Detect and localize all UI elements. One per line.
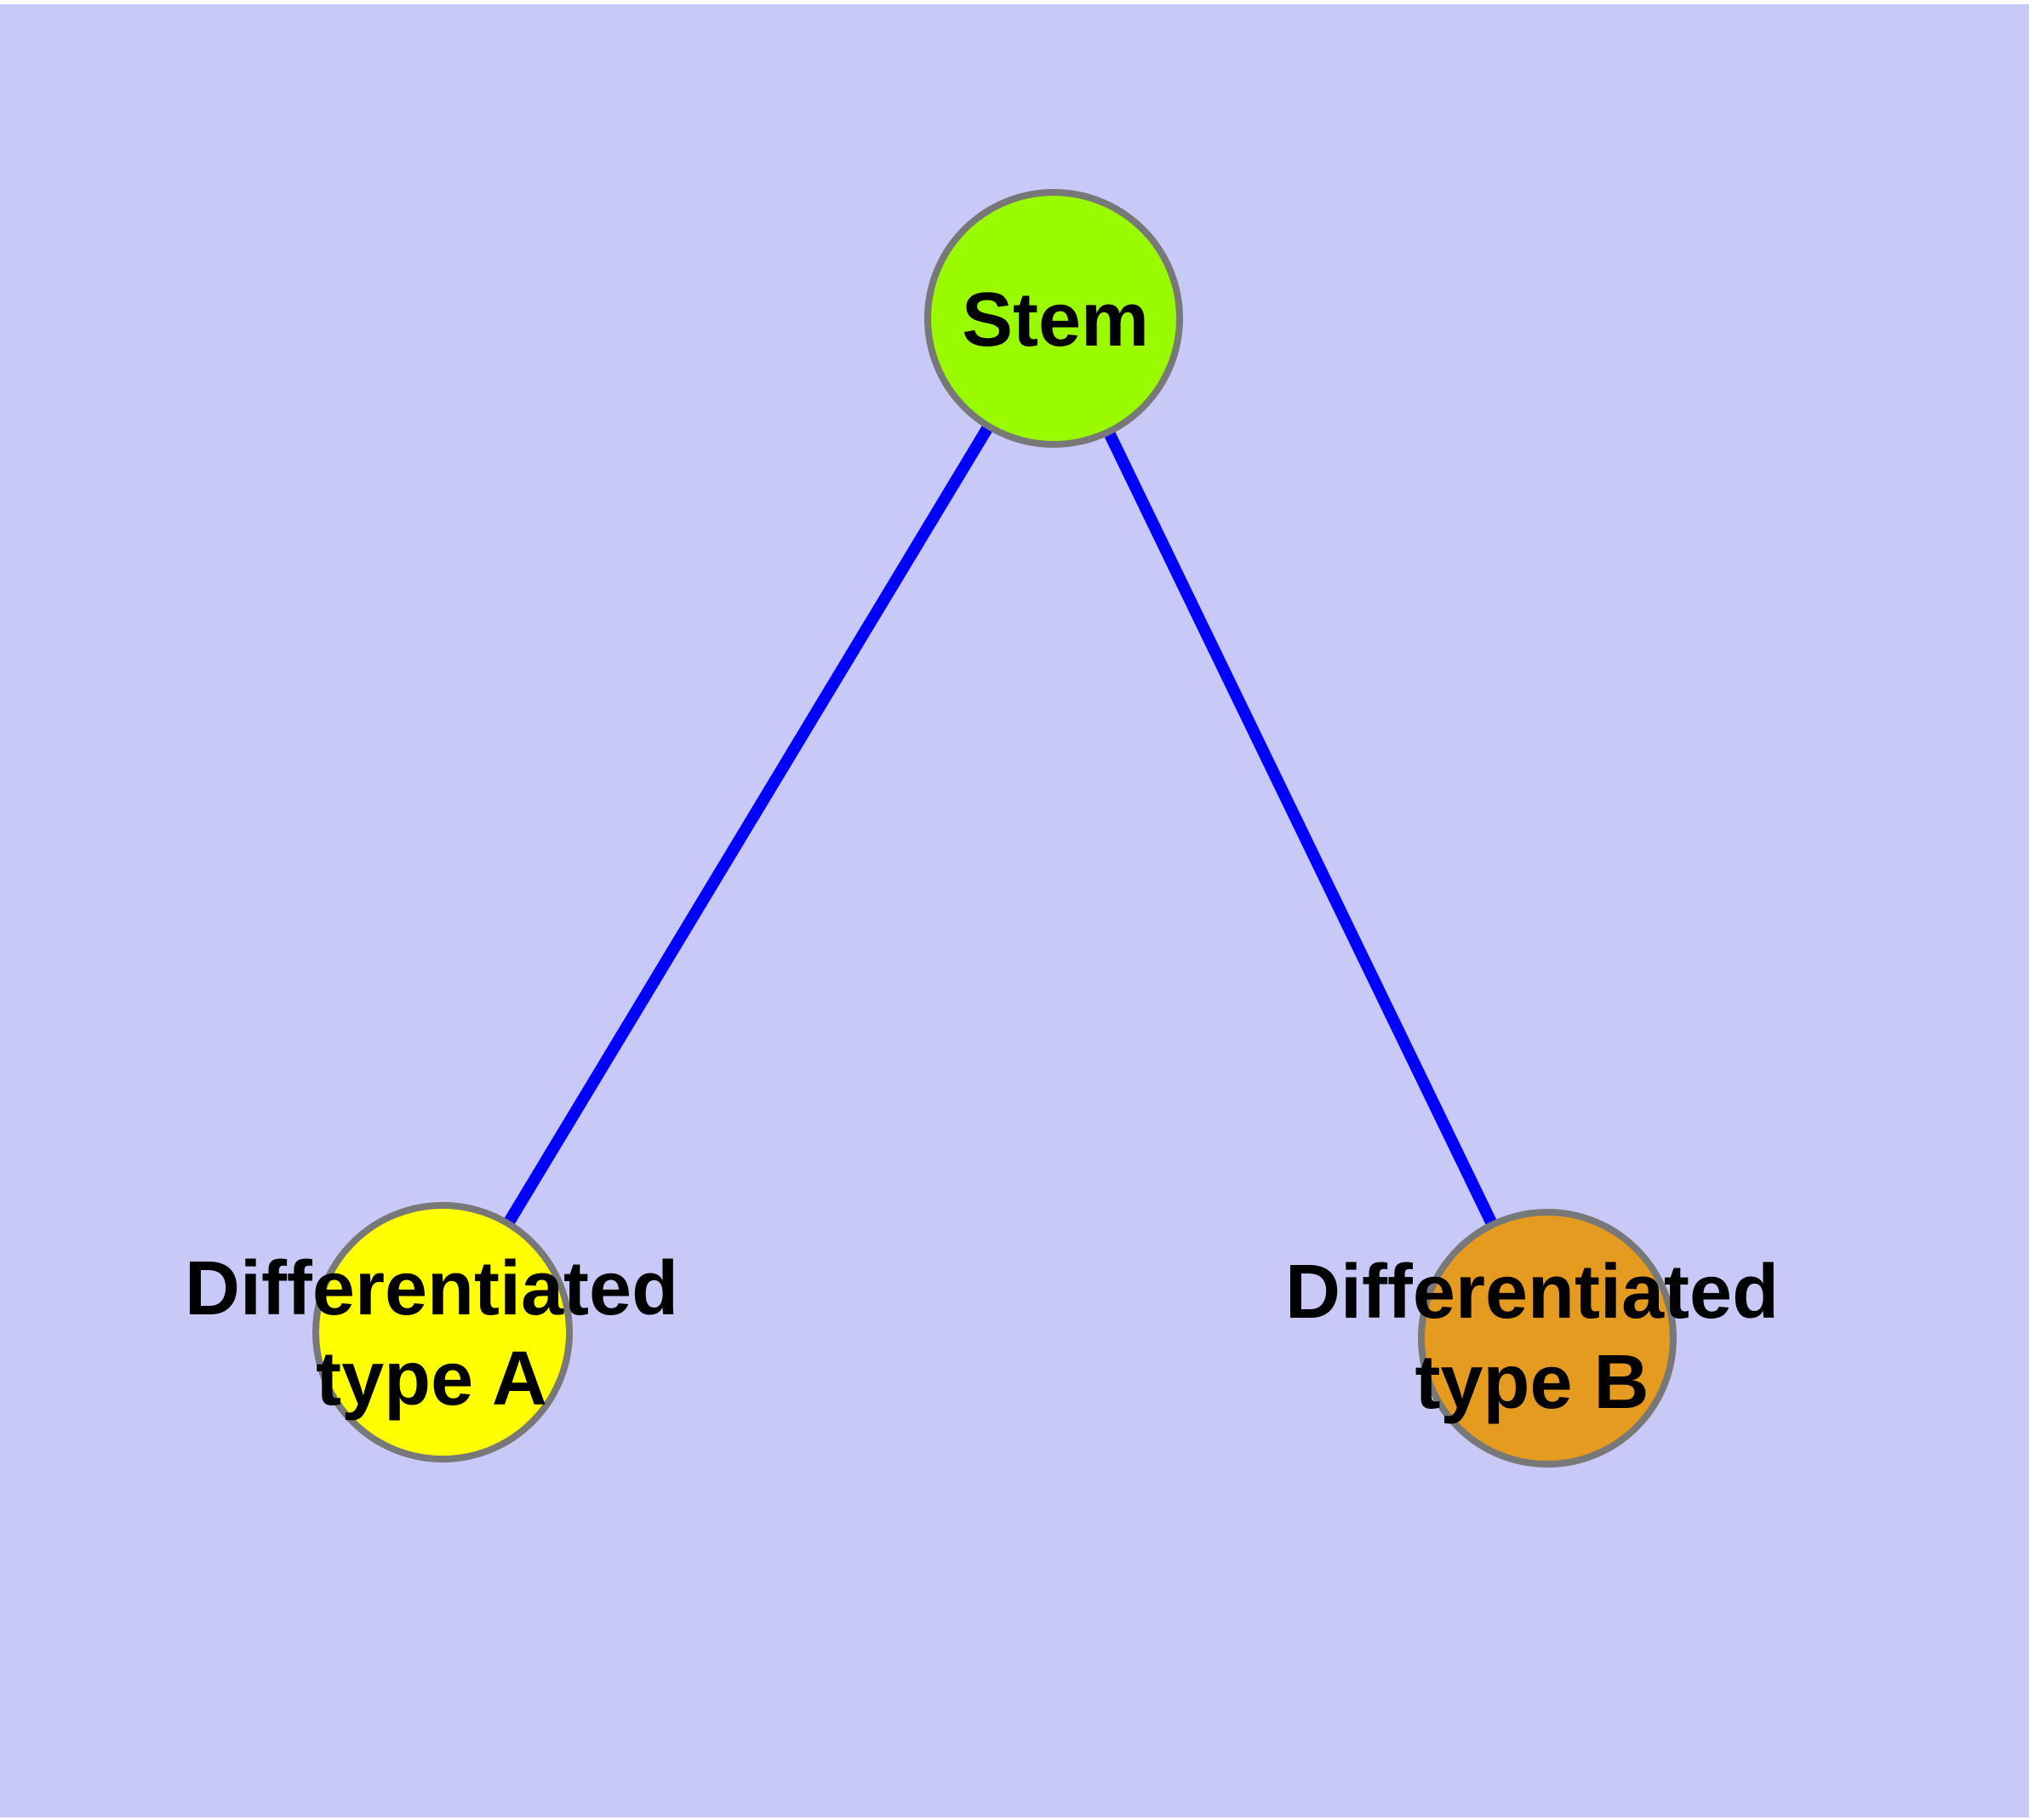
- type-b-node-circle: [1418, 1209, 1677, 1468]
- type-a-node-label: Differentiated type A: [184, 1245, 679, 1422]
- stem-node-label: Stem: [961, 277, 1150, 363]
- edge-stem-to-type-a: [437, 315, 1059, 1336]
- type-b-node-label: Differentiated type B: [1284, 1249, 1780, 1425]
- edge-stem-to-type-b: [1048, 315, 1553, 1342]
- type-a-node-circle: [312, 1202, 573, 1462]
- stem-cell-diagram: Stem Differentiated type A Differentiate…: [0, 4, 2029, 1817]
- stem-node-circle: [924, 189, 1183, 448]
- edges-layer: [437, 315, 1553, 1342]
- nodes-layer: [312, 189, 1677, 1468]
